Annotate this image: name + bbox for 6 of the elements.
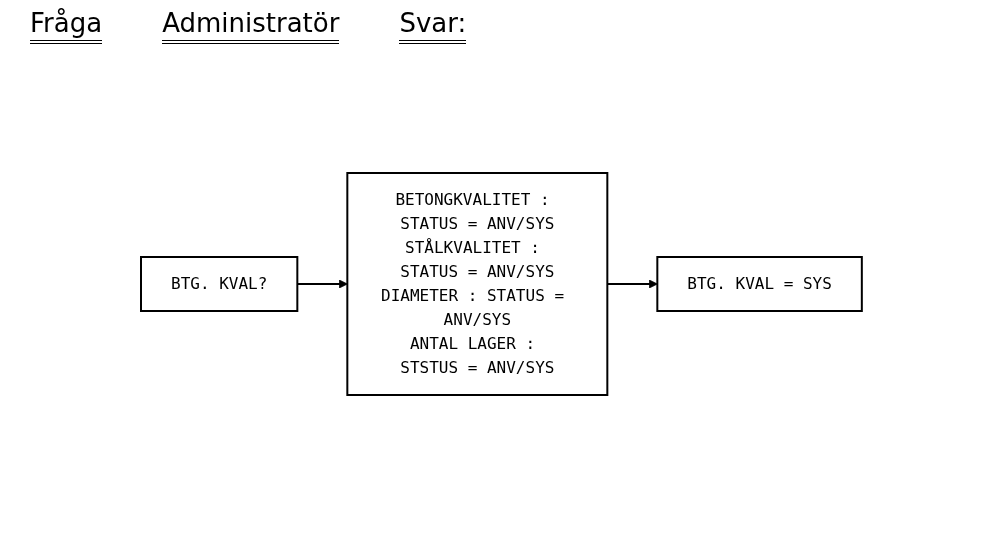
node-box: BETONGKVALITET : STATUS = ANV/SYS STÅLKVALITET : STATUS = ANV/SYS DIAMETER : STATUS = ANV/SYS ANTAL LAGER : STSTUS = ANV/SYS <box>346 172 609 396</box>
heading-label: Svar: <box>399 8 467 44</box>
heading-label: Fråga <box>30 8 103 44</box>
node-box: BTG. KVAL? <box>140 256 299 312</box>
heading-label: Administratör <box>162 8 340 44</box>
node-box: BTG. KVAL = SYS <box>656 256 863 312</box>
